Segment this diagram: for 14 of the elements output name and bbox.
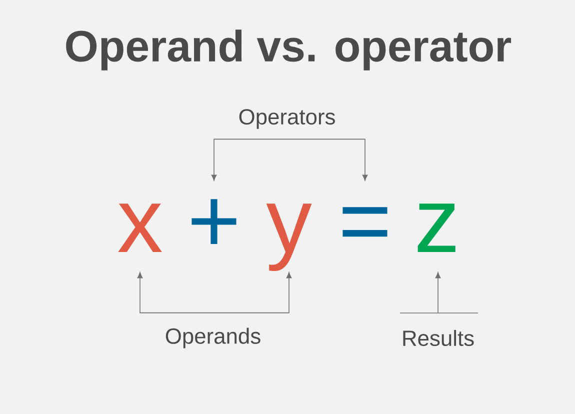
math-symbol: x bbox=[118, 204, 162, 252]
math-symbol: + bbox=[192, 199, 236, 244]
label-text: Operands bbox=[166, 328, 260, 348]
math-symbol: z bbox=[418, 204, 456, 252]
arrow bbox=[212, 272, 292, 314]
label-text: Results bbox=[403, 330, 474, 346]
title: Operand vs. operator bbox=[66, 30, 512, 70]
arrow bbox=[435, 272, 441, 314]
arrow bbox=[286, 138, 368, 181]
label-text: Operators bbox=[239, 109, 335, 129]
arrow bbox=[211, 138, 288, 181]
math-symbol: = bbox=[342, 207, 388, 237]
math-symbol: y bbox=[266, 204, 312, 272]
arrow bbox=[137, 272, 214, 314]
